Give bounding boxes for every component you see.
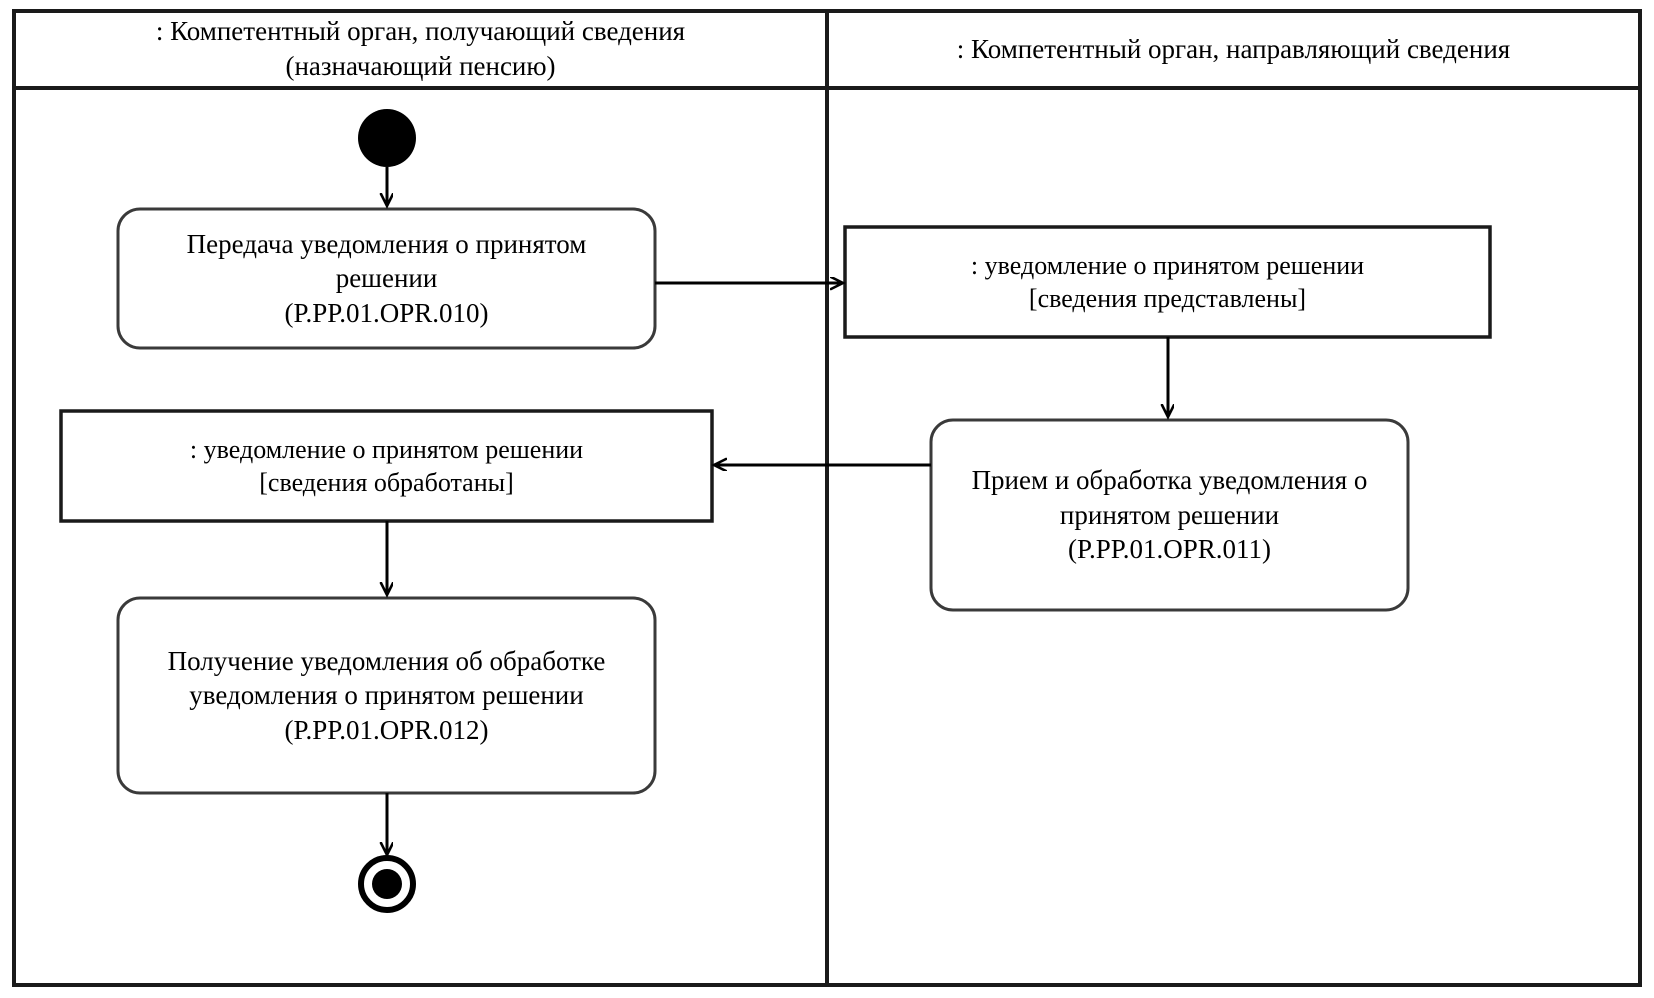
activity-011-shape <box>929 418 1410 612</box>
initial-node-circle <box>358 109 416 167</box>
activity-012-shape <box>116 596 657 795</box>
object-presented-shape <box>843 225 1492 339</box>
activity-010-shape <box>116 207 657 350</box>
final-node-inner-dot <box>372 869 402 899</box>
object-processed-shape <box>59 409 714 523</box>
